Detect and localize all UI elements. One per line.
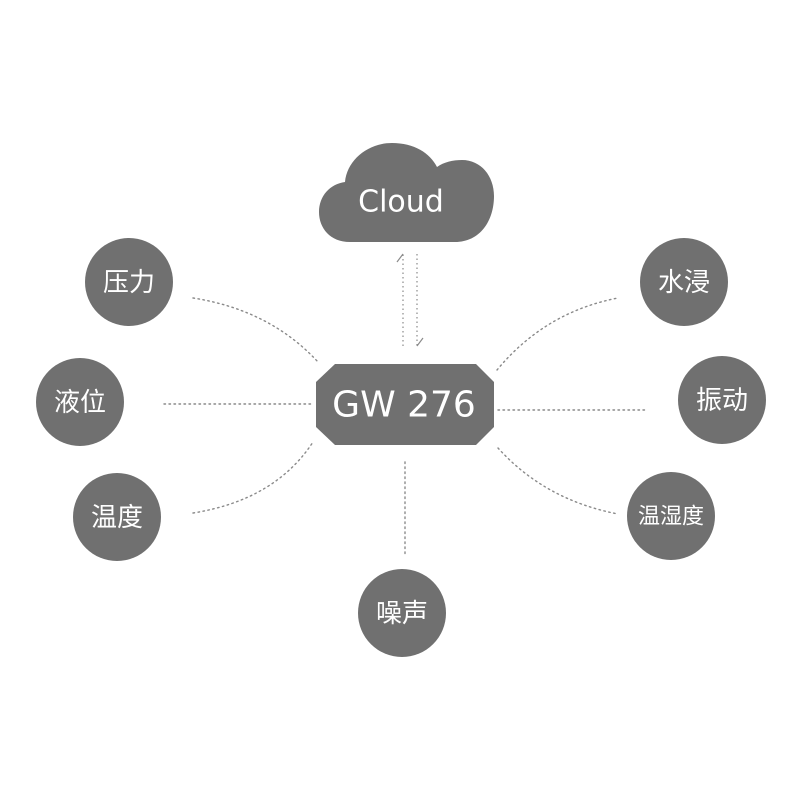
sensor-vibration-label: 振动 xyxy=(696,386,748,416)
sensor-liquid-level-circle xyxy=(36,358,124,446)
sensor-water-immersion-label: 水浸 xyxy=(658,268,710,298)
link-pressure xyxy=(192,297,319,363)
link-water-immersion xyxy=(496,297,619,371)
cloud-gateway-arrows xyxy=(396,253,424,347)
sensor-water-immersion-circle xyxy=(640,238,728,326)
sensor-temp-humidity-label: 温湿度 xyxy=(638,505,704,530)
sensor-vibration-circle xyxy=(678,356,766,444)
gateway-node: GW 276 xyxy=(316,364,494,445)
sensor-liquid-level: 液位 xyxy=(36,358,124,446)
sensor-noise-circle xyxy=(358,569,446,657)
link-temp-humidity xyxy=(497,447,619,515)
sensor-noise: 噪声 xyxy=(358,569,446,657)
cloud-shape xyxy=(319,143,494,242)
gateway-label: GW 276 xyxy=(332,385,476,426)
link-temperature xyxy=(192,441,314,514)
sensor-pressure-label: 压力 xyxy=(103,268,155,298)
cloud-node: Cloud xyxy=(319,143,494,242)
sensor-vibration: 振动 xyxy=(678,356,766,444)
sensor-temperature-label: 温度 xyxy=(91,503,143,533)
uplink-arrow-head xyxy=(396,253,404,263)
sensor-water-immersion: 水浸 xyxy=(640,238,728,326)
gateway-shape xyxy=(316,364,494,445)
sensor-temp-humidity: 温湿度 xyxy=(627,472,715,560)
sensor-temp-humidity-circle xyxy=(627,472,715,560)
sensor-pressure-circle xyxy=(85,238,173,326)
sensor-liquid-level-label: 液位 xyxy=(54,388,106,418)
cloud-label: Cloud xyxy=(358,185,444,220)
downlink-arrow-head xyxy=(416,337,424,347)
sensor-temperature-circle xyxy=(73,473,161,561)
sensor-pressure: 压力 xyxy=(85,238,173,326)
sensor-temperature: 温度 xyxy=(73,473,161,561)
sensor-noise-label: 噪声 xyxy=(376,599,428,629)
